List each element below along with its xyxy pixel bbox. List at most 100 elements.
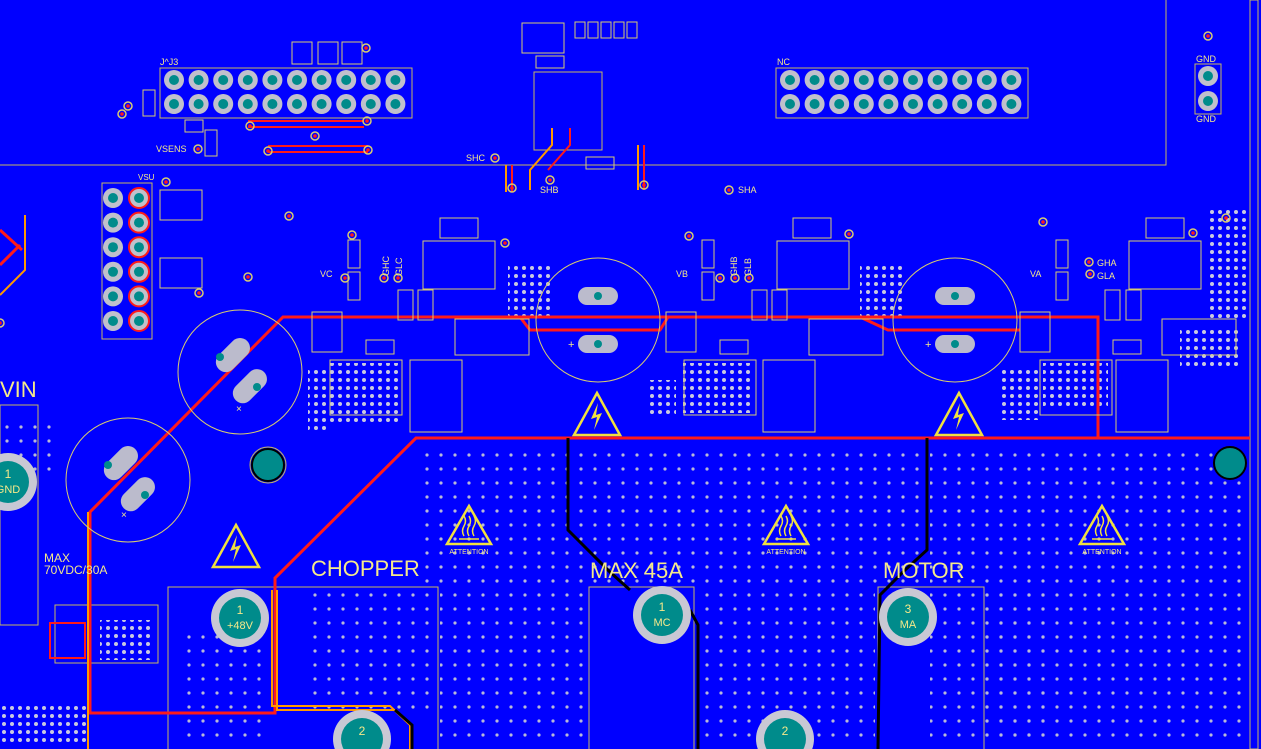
via-icon: [0, 31, 1231, 328]
through-hole-pad-icon: [780, 94, 800, 114]
through-hole-pad-icon: [853, 70, 874, 90]
through-hole-pad-icon: [128, 211, 150, 234]
high-voltage-warning-icon: [933, 390, 985, 437]
power-pad: 2: [333, 710, 391, 749]
via-icon: [123, 101, 133, 111]
copper-traces-orange: [0, 215, 411, 749]
via-icon: [1188, 228, 1198, 238]
power-pad: 1MC: [633, 586, 691, 644]
via-icon: [340, 273, 350, 283]
label-shb: SHB: [540, 185, 559, 195]
label-gla: GLA: [1097, 271, 1115, 281]
through-hole-pad-icon: [829, 94, 850, 114]
through-hole-pad-icon: [213, 94, 234, 114]
power-pad-number: 1: [237, 603, 244, 617]
via-icon: [844, 229, 854, 239]
through-hole-pad-icon: [128, 260, 150, 283]
via-icon: [730, 273, 740, 283]
via-icon: [490, 153, 500, 163]
through-hole-pad-icon: [262, 94, 283, 114]
label-nc: NC: [777, 57, 790, 67]
high-voltage-warning-icon: [571, 390, 623, 437]
header-pins: [103, 66, 1218, 332]
via-icon: [361, 43, 371, 53]
through-hole-pad-icon: [853, 94, 874, 114]
svg-text:+: +: [568, 339, 574, 351]
via-icon: [362, 116, 372, 126]
via-icon: [500, 238, 510, 248]
through-hole-pad-icon: [903, 94, 923, 114]
through-hole-pad-icon: [103, 237, 123, 258]
through-hole-pad-icon: [360, 94, 381, 114]
via-icon: [161, 177, 171, 187]
label-vin: VIN: [0, 377, 37, 402]
through-hole-pad-icon: [780, 70, 800, 90]
hot-surface-warning-icon: ATTENTION: [761, 503, 811, 556]
via-fields: [0, 210, 1250, 745]
label-sha: SHA: [738, 185, 757, 195]
label-va: VA: [1030, 269, 1041, 279]
via-icon: [507, 183, 517, 193]
through-hole-pad-icon: [128, 236, 150, 259]
via-icon: [263, 146, 273, 156]
high-voltage-warning-icon: [210, 390, 985, 569]
label-vsens: VSENS: [156, 144, 187, 154]
through-hole-pad-icon: [829, 70, 850, 90]
through-hole-pad-icon: [237, 70, 258, 90]
via-icon: [193, 144, 203, 154]
label-gnd-bottom: GND: [1196, 114, 1217, 124]
via-icon: [545, 175, 555, 185]
via-icon: [1085, 269, 1095, 279]
through-hole-pad-icon: [128, 310, 150, 332]
through-hole-pad-icon: [213, 70, 234, 90]
through-hole-pad-icon: [1001, 94, 1022, 114]
through-hole-pad-icon: [188, 70, 209, 90]
through-hole-pad-icon: [128, 285, 150, 308]
through-hole-pad-icon: [952, 94, 973, 114]
through-hole-pad-icon: [903, 70, 923, 90]
through-hole-pad-icon: [237, 94, 258, 114]
through-hole-pad-icon: [927, 70, 948, 90]
through-hole-pad-icon: [385, 94, 406, 114]
power-pad-number: 2: [782, 724, 789, 738]
through-hole-pad-icon: [804, 70, 825, 90]
svg-text:×: ×: [236, 404, 242, 415]
label-j-connector: J^J3: [160, 57, 178, 67]
hot-surface-warning-icon: ATTENTION ATTENTION ATTENTION: [444, 503, 1127, 556]
label-glb: GLB: [743, 258, 753, 276]
label-ghb: GHB: [729, 256, 739, 276]
attention-label: ATTENTION: [449, 549, 488, 556]
through-hole-pad-icon: [360, 70, 381, 90]
power-pad-number: 2: [359, 724, 366, 738]
through-hole-pad-icon: [1198, 91, 1218, 111]
hot-surface-warning-icon: ATTENTION: [1077, 503, 1127, 556]
through-hole-pad-icon: [103, 261, 123, 282]
through-hole-pad-icon: [103, 311, 123, 331]
via-icon: [379, 273, 389, 283]
label-vsu: VSU: [138, 173, 155, 182]
through-hole-pad-icon: [262, 70, 283, 90]
via-icon: [363, 145, 373, 155]
through-hole-pad-icon: [287, 70, 307, 90]
label-gnd-top: GND: [1196, 54, 1217, 64]
through-hole-pad-icon: [804, 94, 825, 114]
via-icon: [243, 272, 253, 282]
through-hole-pad-icon: [976, 94, 997, 114]
power-pad-number: 1: [5, 467, 12, 481]
via-icon: [393, 273, 403, 283]
through-hole-pad-icon: [103, 212, 123, 233]
via-icon: [715, 273, 725, 283]
svg-text:×: ×: [121, 510, 127, 521]
label-gha: GHA: [1097, 258, 1117, 268]
through-hole-pad-icon: [878, 70, 899, 90]
label-ghc: GHC: [381, 256, 391, 277]
label-max-rating-value: 70VDC/30A: [44, 563, 107, 577]
silkscreen-labels: J^J3 NC GND GND VSENS VSU SHC SHB SHA VC…: [0, 54, 1217, 583]
via-icon: [1038, 217, 1048, 227]
label-shc: SHC: [466, 153, 486, 163]
